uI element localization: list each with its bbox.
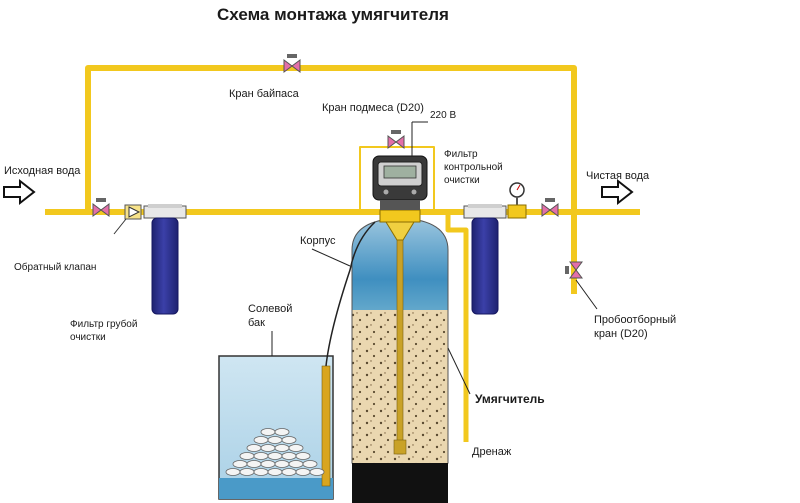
bypass-valve-label: Кран байпаса xyxy=(229,88,300,100)
brine-line xyxy=(325,221,376,367)
voltage-label: 220 В xyxy=(430,110,456,121)
sampling-valve-label-1: Пробоотборный xyxy=(594,314,676,326)
coarse-filter-label-1: Фильтр грубой xyxy=(70,318,137,330)
outlet-valve-icon xyxy=(541,198,559,217)
salt-tank xyxy=(218,355,334,500)
drain-label: Дренаж xyxy=(472,446,512,458)
leader-lines xyxy=(271,121,598,395)
mixing-valve-label: Кран подмеса (D20) xyxy=(322,102,424,114)
inlet-valve-icon xyxy=(92,198,110,217)
bypass-valve-icon xyxy=(283,54,301,73)
control-head xyxy=(372,155,428,223)
sampling-valve-icon xyxy=(565,261,583,279)
salt-tablets xyxy=(225,428,325,476)
drain-pipe xyxy=(445,215,469,442)
inlet-water-label: Исходная вода xyxy=(4,165,81,177)
softener-tank xyxy=(351,217,449,503)
inlet-arrow-icon xyxy=(3,178,36,206)
control-filter-label-3: очистки xyxy=(444,175,480,186)
check-valve-icon xyxy=(113,204,142,235)
coarse-filter xyxy=(143,204,187,315)
sampling-valve-label-2: кран (D20) xyxy=(594,328,648,340)
clean-water-label: Чистая вода xyxy=(586,170,650,182)
check-valve-label: Обратный клапан xyxy=(14,261,96,273)
control-filter-label-1: Фильтр xyxy=(444,149,478,160)
bypass-pipe xyxy=(85,65,577,212)
salt-tank-label-2: бак xyxy=(248,317,265,329)
softener-label: Умягчитель xyxy=(475,392,545,406)
mixing-valve-icon xyxy=(387,130,405,149)
diagram-title: Схема монтажа умягчителя xyxy=(217,5,449,24)
control-filter xyxy=(463,204,507,315)
salt-tank-label-1: Солевой xyxy=(248,303,292,315)
pipe-network xyxy=(45,65,640,442)
pressure-gauge-icon xyxy=(507,182,527,219)
housing-label: Корпус xyxy=(300,235,336,247)
outlet-arrow-icon xyxy=(601,178,634,206)
coarse-filter-label-2: очистки xyxy=(70,332,106,343)
control-filter-label-2: контрольной xyxy=(444,162,503,173)
